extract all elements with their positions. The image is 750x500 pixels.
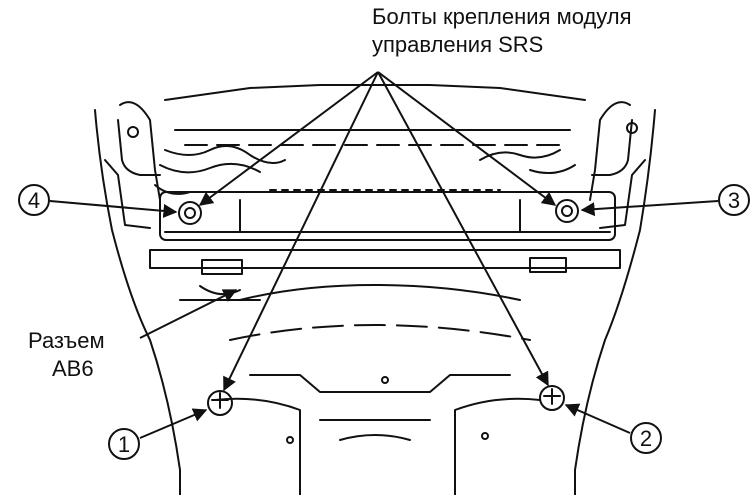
bolt-4-icon: [178, 201, 202, 225]
bolt-1-icon: [207, 390, 233, 416]
connector-label-line-1: Разъем: [28, 328, 105, 353]
connector-label-line-2: AB6: [52, 356, 94, 381]
leader-arrows: [49, 71, 719, 439]
bolt-2-icon: [539, 385, 565, 411]
vehicle-structure-drawing: [94, 84, 656, 496]
bolt-3-icon: [555, 199, 579, 223]
callout-2: 2: [630, 422, 662, 454]
callout-2-label: 2: [640, 426, 652, 451]
callout-1: 1: [108, 428, 140, 460]
callout-4-label: 4: [28, 188, 40, 213]
callout-3: 3: [718, 184, 750, 216]
title-line-2: управления SRS: [372, 32, 544, 57]
title-line-1: Болты крепления модуля: [372, 4, 632, 29]
callout-3-label: 3: [728, 188, 740, 213]
callout-4: 4: [18, 184, 50, 216]
callout-1-label: 1: [118, 432, 130, 457]
